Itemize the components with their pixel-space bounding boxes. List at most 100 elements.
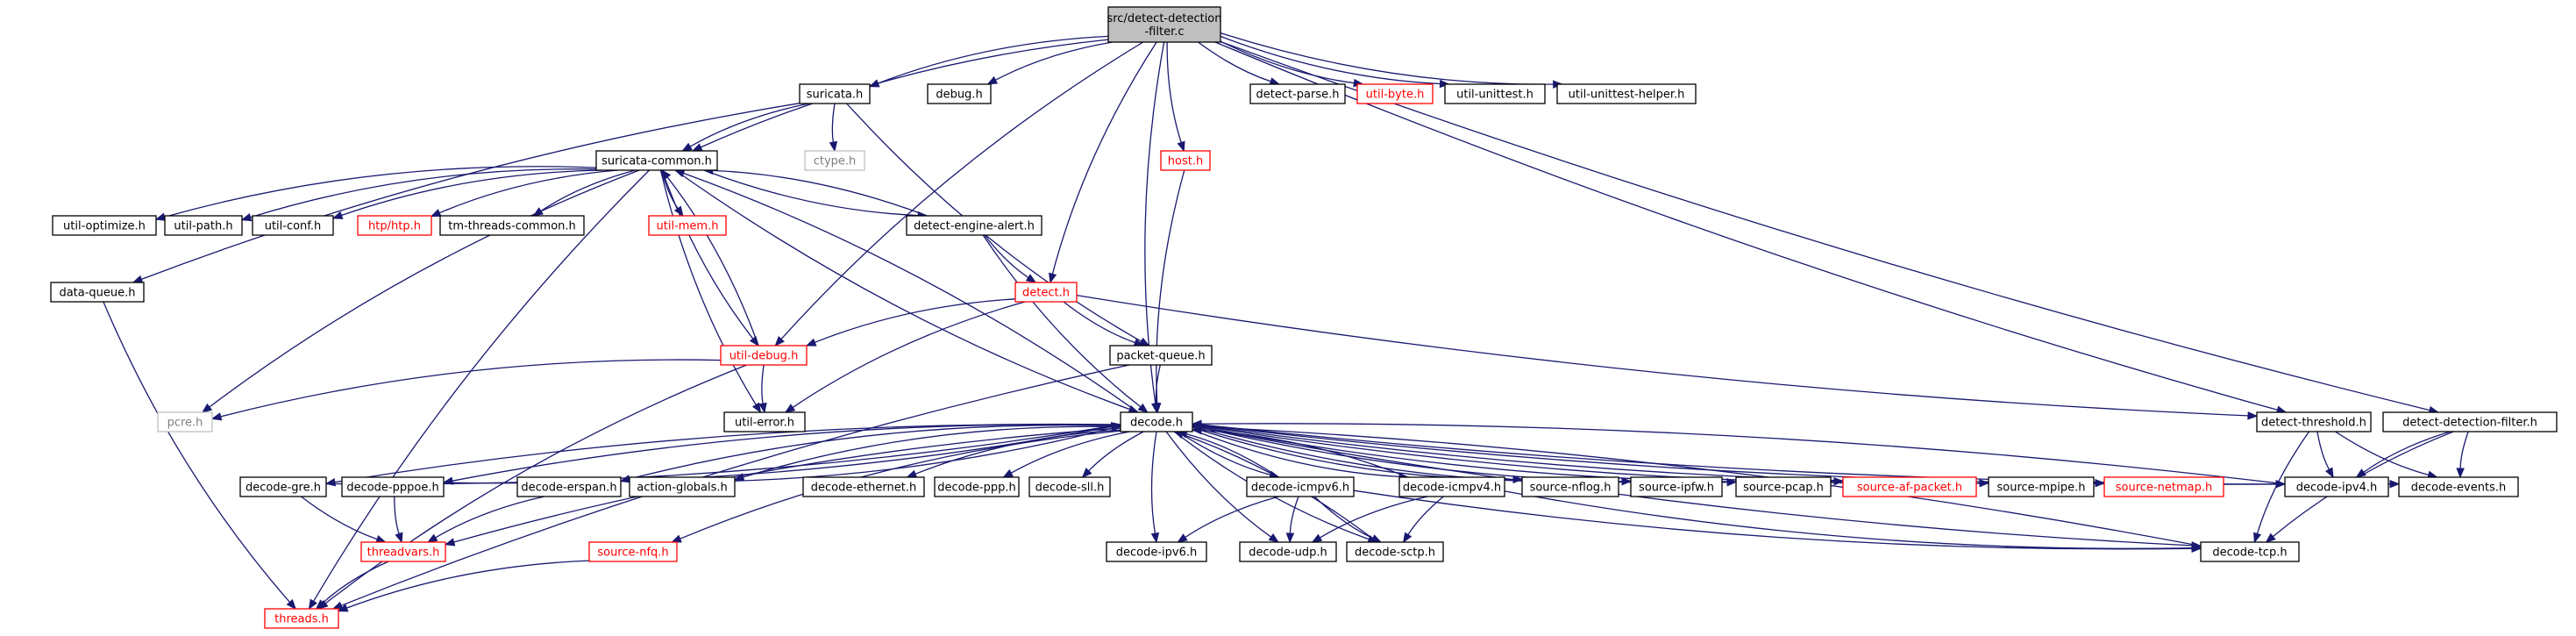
edge-detect-engine-alert-to-decode bbox=[982, 234, 1142, 408]
node-decode-ethernet-label: decode-ethernet.h bbox=[811, 482, 916, 495]
node-decode-events[interactable]: decode-events.h bbox=[2398, 476, 2519, 497]
node-detect-label: detect.h bbox=[1022, 287, 1070, 300]
node-root[interactable]: src/detect-detection-filter.c bbox=[1107, 6, 1222, 43]
node-decode-erspan[interactable]: decode-erspan.h bbox=[516, 476, 622, 497]
node-decode-udp[interactable]: decode-udp.h bbox=[1239, 541, 1337, 562]
node-decode-pppoe-label: decode-pppoe.h bbox=[346, 482, 438, 495]
node-detect-parse[interactable]: detect-parse.h bbox=[1249, 83, 1346, 104]
node-util-debug-box bbox=[720, 345, 808, 366]
node-decode[interactable]: decode.h bbox=[1120, 411, 1193, 432]
node-data-queue-box bbox=[50, 282, 145, 303]
node-threadvars[interactable]: threadvars.h bbox=[360, 541, 446, 562]
node-util-unittest-box bbox=[1444, 83, 1546, 104]
node-source-nflog[interactable]: source-nflog.h bbox=[1521, 476, 1619, 497]
node-decode-sctp-label: decode-sctp.h bbox=[1355, 547, 1435, 560]
node-decode-ipv6[interactable]: decode-ipv6.h bbox=[1106, 541, 1207, 562]
node-util-optimize[interactable]: util-optimize.h bbox=[52, 215, 157, 236]
node-suricata[interactable]: suricata.h bbox=[799, 83, 871, 104]
node-detect[interactable]: detect.h bbox=[1014, 282, 1078, 303]
node-util-path[interactable]: util-path.h bbox=[164, 215, 243, 236]
edge-decode-erspan-to-threadvars bbox=[435, 496, 545, 539]
edges-layer bbox=[103, 32, 2469, 612]
node-decode-sll[interactable]: decode-sll.h bbox=[1028, 476, 1111, 497]
edge-decode-icmpv6-to-decode bbox=[1185, 432, 1279, 478]
node-decode-icmpv4[interactable]: decode-icmpv4.h bbox=[1398, 476, 1505, 497]
node-detect-engine-alert-box bbox=[906, 215, 1042, 236]
edge-detect-engine-alert-to-decode-arrowhead bbox=[1137, 403, 1149, 413]
edge-decode-to-source-ipfw-arrowhead bbox=[1621, 477, 1633, 486]
edge-decode-pppoe-to-threadvars bbox=[394, 496, 400, 534]
edge-decode-to-decode-ipv6-arrowhead bbox=[1150, 532, 1160, 544]
node-decode-ethernet[interactable]: decode-ethernet.h bbox=[802, 476, 925, 497]
node-htp[interactable]: htp/htp.h bbox=[357, 215, 432, 236]
edge-decode-ipv4-to-decode-arrowhead bbox=[1191, 419, 1202, 428]
node-util-unittest-helper[interactable]: util-unittest-helper.h bbox=[1556, 83, 1697, 104]
node-util-error[interactable]: util-error.h bbox=[723, 411, 806, 432]
node-decode-gre[interactable]: decode-gre.h bbox=[239, 476, 327, 497]
node-source-ipfw[interactable]: source-ipfw.h bbox=[1630, 476, 1723, 497]
edge-suricata-common-to-pcre bbox=[209, 169, 640, 408]
edge-suricata-common-to-threads-arrowhead bbox=[308, 598, 317, 611]
node-decode-ppp[interactable]: decode-ppp.h bbox=[934, 476, 1020, 497]
node-detect-detection-filter[interactable]: detect-detection-filter.h bbox=[2382, 411, 2558, 432]
edge-root-to-host bbox=[1166, 41, 1182, 143]
node-tm-threads-common[interactable]: tm-threads-common.h bbox=[439, 215, 585, 236]
edge-decode-to-source-netmap-arrowhead bbox=[2095, 478, 2106, 488]
edge-decode-to-decode-udp-arrowhead bbox=[1268, 533, 1280, 543]
node-debug[interactable]: debug.h bbox=[927, 83, 992, 104]
edge-suricata-common-to-threads bbox=[313, 169, 650, 602]
node-source-af-packet[interactable]: source-af-packet.h bbox=[1842, 476, 1977, 497]
node-util-byte-box bbox=[1356, 83, 1434, 104]
edge-decode-to-decode-ethernet-arrowhead bbox=[906, 469, 918, 478]
node-detect-box bbox=[1014, 282, 1078, 303]
node-source-pcap[interactable]: source-pcap.h bbox=[1735, 476, 1832, 497]
node-host[interactable]: host.h bbox=[1160, 150, 1211, 171]
nodes-layer: src/detect-detection-filter.c suricata.h d… bbox=[50, 6, 2558, 629]
node-util-unittest[interactable]: util-unittest.h bbox=[1444, 83, 1546, 104]
node-decode-icmpv6[interactable]: decode-icmpv6.h bbox=[1246, 476, 1355, 497]
node-util-mem[interactable]: util-mem.h bbox=[648, 215, 727, 236]
node-decode-erspan-label: decode-erspan.h bbox=[521, 482, 616, 495]
edge-decode-to-decode-ppp bbox=[1010, 431, 1130, 474]
node-tm-threads-common-label: tm-threads-common.h bbox=[448, 220, 576, 233]
node-suricata-common-box bbox=[595, 150, 718, 171]
node-detect-threshold[interactable]: detect-threshold.h bbox=[2256, 411, 2372, 432]
edge-detect-threshold-to-decode-tcp-arrowhead bbox=[2253, 532, 2262, 544]
edge-decode-to-decode-gre bbox=[334, 423, 1121, 483]
node-decode-ipv4[interactable]: decode-ipv4.h bbox=[2284, 476, 2389, 497]
edge-detect-detection-filter-to-decode-ipv4 bbox=[2363, 431, 2451, 473]
edge-suricata-common-to-util-optimize bbox=[164, 166, 597, 218]
node-pcre-label: pcre.h bbox=[167, 417, 203, 430]
node-util-conf[interactable]: util-conf.h bbox=[252, 215, 334, 236]
node-util-mem-box bbox=[648, 215, 727, 236]
node-suricata-common[interactable]: suricata-common.h bbox=[595, 150, 718, 171]
edge-detect-to-util-error bbox=[792, 301, 1026, 408]
edge-root-to-detect-parse bbox=[1198, 41, 1271, 82]
node-ctype[interactable]: ctype.h bbox=[804, 150, 865, 171]
node-root-label: -filter.c bbox=[1144, 25, 1184, 39]
edge-suricata-to-data-queue bbox=[141, 103, 801, 281]
node-pcre[interactable]: pcre.h bbox=[157, 411, 213, 432]
node-source-pcap-label: source-pcap.h bbox=[1743, 482, 1824, 495]
node-source-af-packet-box bbox=[1842, 476, 1977, 497]
node-util-byte[interactable]: util-byte.h bbox=[1356, 83, 1434, 104]
node-data-queue[interactable]: data-queue.h bbox=[50, 282, 145, 303]
node-action-globals[interactable]: action-globals.h bbox=[629, 476, 736, 497]
node-source-netmap[interactable]: source-netmap.h bbox=[2103, 476, 2224, 497]
node-util-debug[interactable]: util-debug.h bbox=[720, 345, 808, 366]
edge-decode-to-decode-gre-arrowhead bbox=[324, 477, 337, 487]
node-decode-sll-label: decode-sll.h bbox=[1035, 482, 1105, 495]
node-util-path-label: util-path.h bbox=[174, 220, 232, 233]
node-decode-pppoe[interactable]: decode-pppoe.h bbox=[341, 476, 445, 497]
node-source-nfq[interactable]: source-nfq.h bbox=[588, 541, 678, 562]
node-source-ipfw-label: source-ipfw.h bbox=[1639, 482, 1714, 495]
edge-decode-to-source-nfq-arrowhead bbox=[671, 534, 682, 543]
node-debug-box bbox=[927, 83, 992, 104]
node-threads[interactable]: threads.h bbox=[264, 608, 339, 629]
edge-decode-icmpv4-to-decode-sctp-arrowhead bbox=[1402, 532, 1413, 544]
node-source-mpipe[interactable]: source-mpipe.h bbox=[1988, 476, 2095, 497]
node-packet-queue[interactable]: packet-queue.h bbox=[1109, 345, 1213, 366]
node-decode-sctp[interactable]: decode-sctp.h bbox=[1346, 541, 1444, 562]
node-detect-engine-alert[interactable]: detect-engine-alert.h bbox=[906, 215, 1042, 236]
node-decode-tcp[interactable]: decode-tcp.h bbox=[2200, 541, 2300, 562]
